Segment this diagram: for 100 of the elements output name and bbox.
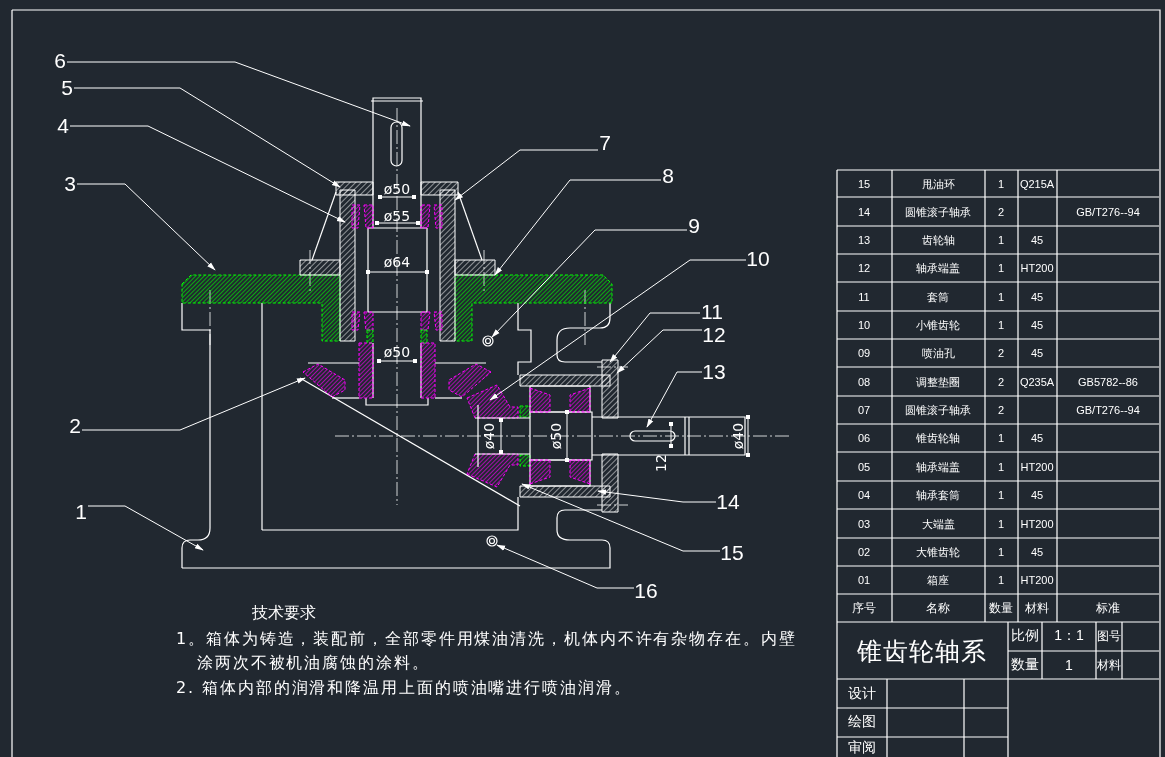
- part-number: 12: [857, 262, 871, 274]
- material: HT200: [1020, 460, 1054, 473]
- material: Q235A: [1019, 375, 1055, 388]
- field-label: 比例: [1011, 627, 1039, 645]
- column-header: 材料: [1025, 599, 1049, 617]
- leader-line: [69, 125, 346, 223]
- quantity: 1: [997, 319, 1005, 331]
- quantity: 2: [997, 375, 1005, 388]
- leader-line: [76, 183, 216, 271]
- part-name: 大锥齿轮: [916, 544, 960, 560]
- field-label: 图号: [1097, 627, 1121, 645]
- material: 45: [1030, 234, 1044, 246]
- column-header: 名称: [926, 599, 950, 617]
- callout-number: 10: [746, 248, 770, 270]
- callout-number: 11: [700, 301, 724, 323]
- quantity: 1: [997, 546, 1005, 558]
- part-name: 锥齿轮轴: [916, 430, 960, 446]
- leader-line: [81, 377, 306, 431]
- part-name: 轴承端盖: [916, 459, 960, 474]
- material: 45: [1030, 290, 1044, 303]
- callout-number: 6: [53, 50, 67, 72]
- part-name: 圆锥滚子轴承: [905, 402, 971, 418]
- material: 45: [1030, 432, 1044, 444]
- callout-number: 13: [702, 361, 726, 383]
- quantity: 1: [997, 574, 1005, 586]
- material: 45: [1030, 319, 1044, 331]
- drawing-title: 锥齿轮轴系: [857, 635, 987, 668]
- leader-line: [494, 179, 662, 276]
- material: Q215A: [1019, 177, 1055, 190]
- dimension-text: ø50: [548, 422, 564, 450]
- field-label: 设计: [848, 685, 876, 703]
- leader-line: [597, 489, 717, 503]
- part-number: 07: [857, 404, 871, 416]
- callout-number: 14: [716, 491, 740, 513]
- quantity: 1: [997, 432, 1005, 444]
- requirement-text: 2. 箱体内部的润滑和降温用上面的喷油嘴进行喷油润滑。: [176, 677, 632, 699]
- dimension-text: ø40: [481, 422, 497, 450]
- quantity: 1: [997, 489, 1005, 501]
- quantity: 1: [997, 460, 1005, 473]
- part-number: 04: [857, 489, 871, 501]
- field-label: 审阅: [848, 739, 876, 757]
- callout-number: 9: [687, 215, 701, 237]
- part-name: 小锥齿轮: [916, 317, 960, 333]
- field-value: 1：1: [1054, 627, 1084, 645]
- part-number: 01: [857, 574, 871, 586]
- part-number: 06: [857, 432, 871, 444]
- leader-line: [521, 483, 721, 552]
- dimension-text: ø50: [383, 344, 411, 360]
- field-value: 1: [1065, 657, 1073, 673]
- callout-number: 8: [661, 165, 675, 187]
- part-name: 喷油孔: [921, 345, 955, 361]
- callout-number: 2: [68, 415, 82, 437]
- leader-line: [616, 329, 703, 374]
- requirement-text: 1。箱体为铸造，装配前，全部零件用煤油清洗，机体内不许有杂物存在。内壁涂两次不被机油腐蚀的涂料。: [176, 628, 798, 674]
- part-name: 套筒: [927, 289, 949, 304]
- callout-number: 12: [702, 324, 726, 346]
- part-number: 05: [857, 460, 871, 473]
- leader-line: [609, 312, 701, 363]
- leader-line: [646, 371, 703, 428]
- standard-code: GB/T276--94: [1076, 205, 1140, 218]
- material: HT200: [1020, 517, 1054, 530]
- quantity: 1: [997, 234, 1005, 246]
- leader-line: [489, 259, 747, 401]
- dimension-text: ø55: [383, 208, 411, 224]
- part-name: 轴承端盖: [916, 260, 960, 276]
- part-number: 10: [857, 319, 871, 331]
- quantity: 1: [997, 262, 1005, 274]
- leader-line: [496, 544, 635, 589]
- material: HT200: [1020, 262, 1054, 274]
- quantity: 2: [997, 347, 1005, 359]
- callout-number: 16: [634, 580, 658, 602]
- material: 45: [1030, 489, 1044, 501]
- leader-line: [491, 229, 688, 338]
- quantity: 2: [997, 205, 1005, 218]
- leader-line: [87, 505, 204, 551]
- leader-line: [66, 61, 411, 127]
- quantity: 1: [997, 290, 1005, 303]
- part-number: 13: [857, 234, 871, 246]
- part-number: 08: [857, 375, 871, 388]
- section-heading: 技术要求: [252, 603, 316, 624]
- part-number: 14: [857, 205, 871, 218]
- part-name: 调整垫圈: [916, 374, 960, 389]
- dimension-text: ø64: [383, 254, 411, 270]
- quantity: 1: [997, 517, 1005, 530]
- callout-number: 15: [720, 542, 744, 564]
- dimension-text: ø50: [383, 181, 411, 197]
- part-number: 15: [857, 177, 871, 190]
- part-name: 箱座: [927, 572, 949, 588]
- standard-code: GB5782--86: [1078, 375, 1138, 388]
- column-header: 数量: [989, 599, 1013, 617]
- dimension-text: ø40: [730, 422, 746, 450]
- callout-number: 1: [74, 501, 88, 523]
- part-number: 02: [857, 546, 871, 558]
- field-label: 材料: [1097, 656, 1121, 674]
- column-header: 序号: [852, 599, 876, 617]
- callout-number: 4: [56, 115, 70, 137]
- callout-number: 3: [63, 173, 77, 195]
- part-name: 大端盖: [921, 516, 955, 531]
- part-name: 甩油环: [921, 176, 955, 191]
- material: 45: [1030, 546, 1044, 558]
